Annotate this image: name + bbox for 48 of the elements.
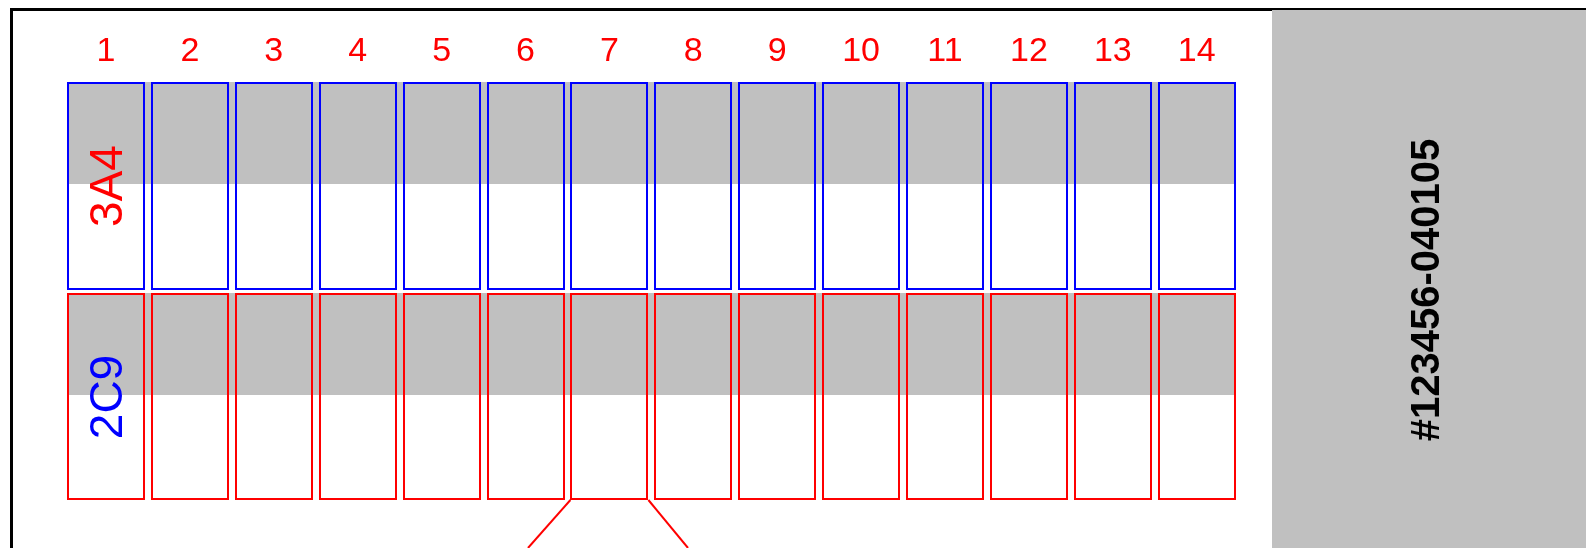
column-number: 10 (841, 32, 881, 66)
well-box (150, 82, 229, 290)
well-box (570, 293, 649, 500)
well-box (402, 293, 481, 500)
column-number: 3 (263, 32, 285, 66)
well-box (570, 82, 649, 290)
column-number: 11 (926, 32, 964, 66)
column-number: 13 (1092, 32, 1133, 66)
column-number: 14 (1176, 32, 1217, 66)
column-number: 8 (682, 32, 704, 66)
label-panel (1272, 10, 1586, 548)
column-number: 9 (766, 32, 788, 66)
well-box (486, 82, 565, 290)
well-box (1157, 293, 1236, 500)
well-box (67, 293, 145, 500)
well-box (654, 293, 733, 500)
column-number: 12 (1008, 32, 1049, 66)
well-box (822, 293, 901, 500)
well-box (318, 82, 397, 290)
well-box (1073, 82, 1152, 290)
well-box (1157, 82, 1236, 290)
column-number: 2 (179, 32, 201, 66)
well-box (67, 82, 145, 290)
well-box (906, 82, 984, 290)
well-box (654, 82, 733, 290)
well-box (402, 82, 481, 290)
column-number: 6 (515, 32, 536, 66)
column-number: 4 (347, 32, 369, 66)
zoom-line (527, 499, 572, 548)
well-box (1073, 293, 1152, 500)
well-box (989, 82, 1068, 290)
well-box (234, 82, 313, 290)
row-label: 3A4 (83, 145, 129, 227)
well-box (234, 293, 313, 500)
well-box (150, 293, 229, 500)
well-box (486, 293, 565, 500)
well-box (989, 293, 1068, 500)
row-label: 2C9 (83, 354, 129, 439)
column-number: 5 (431, 32, 453, 66)
zoom-line (647, 499, 689, 548)
well-box (738, 82, 817, 290)
column-number: 7 (598, 32, 620, 66)
well-box (822, 82, 901, 290)
serial-number: #123456-040105 (1405, 138, 1445, 442)
well-box (318, 293, 397, 500)
well-box (906, 293, 984, 500)
column-number: 1 (95, 32, 117, 66)
well-box (738, 293, 817, 500)
